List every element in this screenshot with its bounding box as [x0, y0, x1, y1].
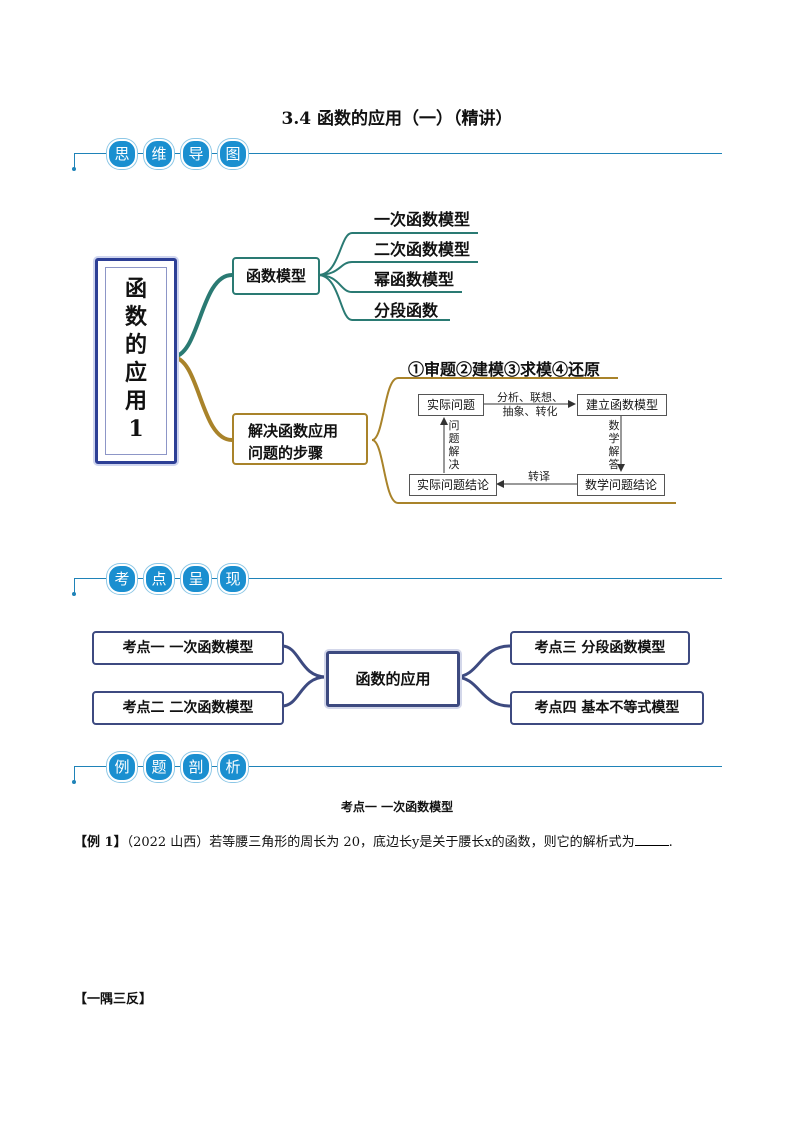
- branch-function-models: 函数模型: [232, 257, 320, 295]
- branch-steps-line2: 问题的步骤: [248, 444, 324, 462]
- answer-blank: [634, 833, 669, 846]
- page-title: 3.4 函数的应用（一）（精讲）: [281, 109, 513, 129]
- example-1: 【例 1】（2022 山西）若等腰三角形的周长为 20，底边长y是关于腰长x的函…: [74, 831, 734, 850]
- section-header-mindmap: 思 维 导 图: [72, 139, 722, 171]
- points-connectors: [281, 644, 511, 708]
- flow-label-left: 问 题 解 决: [448, 419, 460, 471]
- flow-label-bottom: 转译: [528, 470, 550, 483]
- branch-solving-steps: 解决函数应用 问题的步骤: [232, 413, 368, 465]
- flow-label-char: 决: [448, 458, 460, 471]
- flow-label-right: 数 学 解 答: [608, 419, 620, 471]
- point-1: 考点一 一次函数模型: [92, 631, 284, 665]
- steps-title: ①审题②建模③求模④还原: [408, 360, 601, 379]
- section-char: 思: [107, 139, 137, 169]
- root-char: 应: [124, 360, 147, 386]
- points-center: 函数的应用: [326, 651, 460, 707]
- mindmap-connectors: [171, 232, 676, 504]
- section-char: 维: [144, 139, 174, 169]
- mindmap-root: 函 数 的 应 用 1: [95, 258, 177, 464]
- root-char: 的: [124, 332, 147, 358]
- section-char: 现: [218, 564, 248, 594]
- leaf-power-model: 幂函数模型: [374, 270, 455, 289]
- flow-label-char: 学: [608, 432, 620, 445]
- example-text: （2022 山西）若等腰三角形的周长为 20，底边长y是关于腰长x的函数，则它的…: [126, 835, 635, 850]
- flow-label-top-2: 抽象、转化: [502, 405, 558, 418]
- section-char: 呈: [181, 564, 211, 594]
- flow-label-char: 解: [448, 445, 460, 458]
- root-char: 1: [128, 416, 144, 442]
- root-char: 用: [124, 388, 147, 414]
- flow-label-char: 题: [448, 432, 460, 445]
- section-char: 剖: [181, 752, 211, 782]
- section-char: 图: [218, 139, 248, 169]
- example-subtitle: 考点一 一次函数模型: [340, 800, 454, 814]
- flow-build-model: 建立函数模型: [577, 394, 667, 416]
- branch-steps-line1: 解决函数应用: [248, 422, 339, 440]
- section-char: 点: [144, 564, 174, 594]
- section-char: 考: [107, 564, 137, 594]
- practice-heading: 【一隅三反】: [74, 992, 153, 1007]
- section-char: 导: [181, 139, 211, 169]
- root-char: 函: [124, 276, 147, 302]
- point-4: 考点四 基本不等式模型: [510, 691, 704, 725]
- leaf-quadratic-model: 二次函数模型: [374, 240, 471, 259]
- example-label: 【例 1】: [74, 835, 127, 850]
- point-3: 考点三 分段函数模型: [510, 631, 690, 665]
- leaf-piecewise: 分段函数: [374, 301, 439, 320]
- flow-actual-problem: 实际问题: [418, 394, 484, 416]
- section-header-points: 考 点 呈 现: [72, 564, 722, 596]
- section-header-examples: 例 题 剖 析: [72, 752, 722, 784]
- flow-label-top-1: 分析、联想、: [497, 391, 563, 404]
- root-char: 数: [124, 304, 147, 330]
- flow-label-char: 解: [608, 445, 620, 458]
- flow-label-char: 答: [608, 458, 620, 471]
- example-end: .: [668, 835, 673, 850]
- flow-label-char: 问: [448, 419, 460, 432]
- section-char: 析: [218, 752, 248, 782]
- flow-label-char: 数: [608, 419, 620, 432]
- point-2: 考点二 二次函数模型: [92, 691, 284, 725]
- flow-actual-conclusion: 实际问题结论: [409, 474, 497, 496]
- leaf-linear-model: 一次函数模型: [374, 210, 471, 229]
- section-char: 题: [144, 752, 174, 782]
- section-char: 例: [107, 752, 137, 782]
- flow-math-conclusion: 数学问题结论: [577, 474, 665, 496]
